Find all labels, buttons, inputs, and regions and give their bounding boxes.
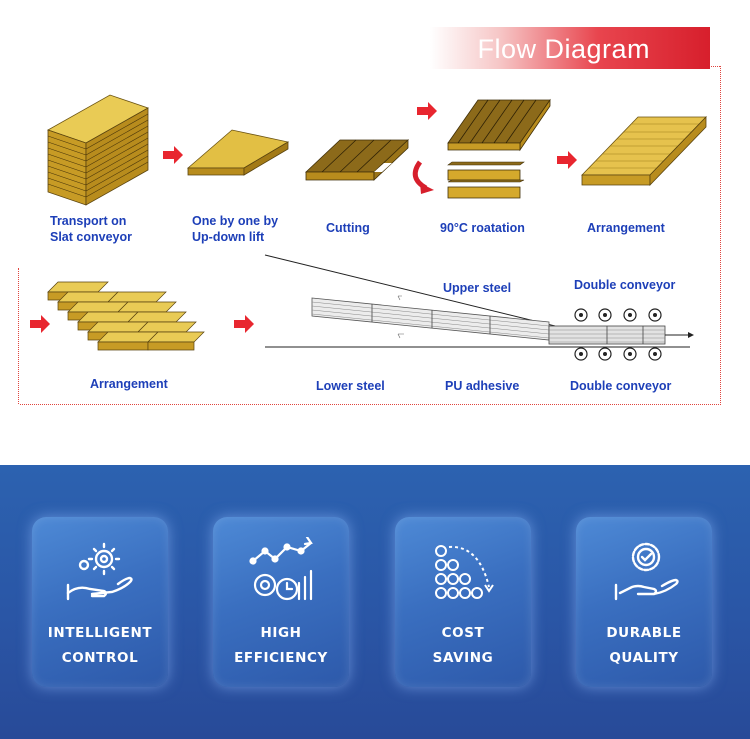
- board-stack-illustration: [47, 94, 149, 206]
- step-cutting-label: Cutting: [326, 221, 370, 235]
- title-banner: Flow Diagram: [430, 27, 710, 69]
- quality-badge-hand-icon: [614, 542, 679, 601]
- double-conveyor-bottom-label: Double conveyor: [570, 379, 672, 393]
- upper-steel-label: Upper steel: [443, 281, 512, 295]
- arranged-panel-illustration: [581, 116, 707, 186]
- step-rotation-label: 90°C roatation: [440, 221, 525, 235]
- lower-steel-label: Lower steel: [316, 379, 385, 393]
- diagram-title: Flow Diagram: [477, 34, 650, 64]
- dotted-frame: [20, 66, 721, 405]
- staggered-blocks-illustration: [47, 281, 205, 351]
- pu-adhesive-label: PU adhesive: [445, 379, 520, 393]
- laminating-line-illustration: [264, 254, 694, 361]
- dotted-frame-left: [18, 268, 19, 404]
- flow-arrows: [30, 102, 577, 333]
- step-arrangement-label: Arrangement: [587, 221, 665, 235]
- cut-strips-illustration: [304, 139, 410, 181]
- double-conveyor-top-label: Double conveyor: [574, 278, 676, 292]
- gear-hand-icon: [66, 542, 133, 601]
- single-board-illustration: [186, 129, 290, 176]
- flow-diagram-section: Flow Diagram: [18, 27, 721, 405]
- growth-chart-clock-icon: [249, 537, 313, 601]
- flow-illustration: [30, 94, 707, 361]
- coins-icon: [435, 545, 494, 599]
- rotation-strips-illustration: [412, 98, 551, 199]
- row2-arrangement-label: Arrangement: [90, 377, 168, 391]
